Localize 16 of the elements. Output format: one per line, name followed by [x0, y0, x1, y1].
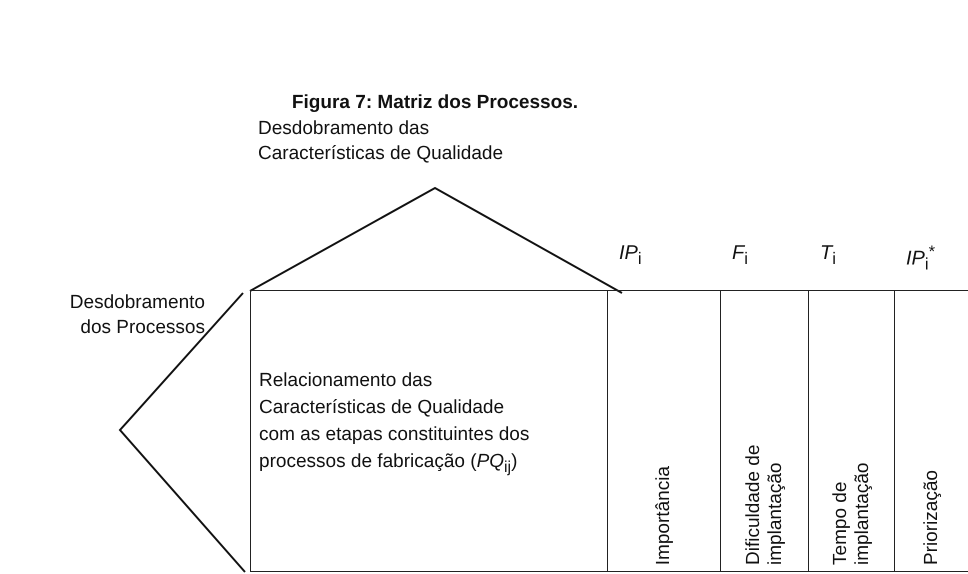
column-symbol: IP$_{i}$	[619, 242, 642, 269]
column-cell	[894, 290, 968, 572]
column-text: Dificuldade de implantação	[742, 444, 786, 565]
column-symbol: T$_{i}$	[820, 242, 836, 269]
column-text: Tempo de implantação	[830, 462, 874, 565]
axis-heading: Desdobramento das Características de Qualidade	[258, 117, 504, 166]
cell-text: Relacionamento das Características de Qualidade com as etapas constituintes dos processos de fabricação (PQ$_{ij}$)	[259, 369, 530, 478]
axis-heading: Desdobramento dos Processos	[68, 291, 205, 340]
column-cell	[720, 290, 808, 572]
column-cell	[808, 290, 894, 572]
figure-title: Figura 7: Matriz dos Processos.	[290, 92, 580, 114]
column-text: Priorização	[920, 470, 942, 565]
matrix-cell	[250, 290, 607, 572]
column-text: Importância	[653, 466, 675, 565]
column-cell	[607, 290, 720, 572]
column-symbol: F$_{i}$	[732, 242, 748, 269]
